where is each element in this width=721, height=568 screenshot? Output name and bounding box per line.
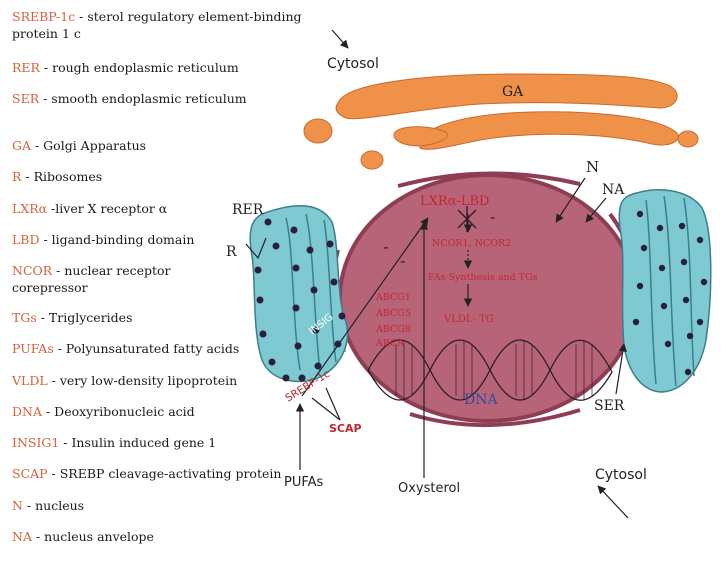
legend-desc: - Polyunsaturated fatty acids	[53, 341, 240, 356]
minus-sign: -	[400, 251, 405, 270]
legend-item-ser: SER - smooth endoplasmic reticulum	[12, 90, 312, 107]
legend-item-r: R - Ribosomes	[12, 168, 312, 185]
r-pointer	[245, 237, 267, 260]
abca-label: ABCA	[375, 338, 404, 349]
legend-item-insig1: INSIG1 - Insulin induced gene 1	[12, 434, 312, 451]
legend-desc: - ligand-binding domain	[39, 232, 195, 247]
legend-desc: - nuclear receptor corepressor	[12, 263, 171, 295]
block-mark	[457, 206, 477, 232]
arrow-n	[555, 177, 586, 223]
legend-abbr: LXRα	[12, 201, 48, 216]
scap-line-2	[325, 387, 341, 421]
abcg1-label: ABCG1	[375, 292, 411, 303]
n-label: N	[586, 158, 599, 176]
rough-er	[249, 205, 349, 383]
ser-label: SER	[594, 398, 625, 414]
legend-abbr: RER	[12, 60, 40, 75]
pufas-label: PUFAs	[284, 475, 324, 490]
legend-desc: - nucleus	[22, 498, 85, 513]
legend-item-lxr: LXRα -liver X receptor α	[12, 200, 312, 217]
legend-abbr: GA	[12, 138, 32, 153]
legend-abbr: NCOR	[12, 263, 53, 278]
legend-desc: - very low-density lipoprotein	[47, 373, 238, 388]
arrow-na	[585, 197, 607, 223]
legend-abbr: LBD	[12, 232, 40, 247]
scap-line-1	[311, 397, 341, 421]
legend-abbr: PUFAs	[12, 341, 54, 356]
legend-item-rer: RER - rough endoplasmic reticulum	[12, 59, 312, 76]
legend-item-ga: GA - Golgi Apparatus	[12, 137, 312, 154]
arrow-pufas-lxr	[301, 217, 429, 397]
legend-item-na: NA - nucleus anvelope	[12, 528, 312, 545]
oxysterol-label: Oxysterol	[398, 481, 460, 496]
vldl-label: VLDL- TG	[443, 314, 494, 325]
arrows	[245, 29, 629, 519]
minus-sign: -	[490, 207, 495, 226]
arrow-cytosol-top	[331, 29, 349, 49]
legend-abbr: NA	[12, 529, 32, 544]
legend-abbr: INSIG1	[12, 435, 60, 450]
legend-item-ncor: NCOR - nuclear receptor corepressor	[12, 262, 187, 296]
dna-label: DNA	[464, 392, 498, 408]
legend-item-pufas: PUFAs - Polyunsaturated fatty acids	[12, 340, 312, 357]
legend-desc: - Golgi Apparatus	[31, 138, 147, 153]
legend-desc: - smooth endoplasmic reticulum	[39, 91, 247, 106]
arrow-cytosol-bottom	[597, 485, 629, 519]
legend-abbr: SER	[12, 91, 40, 106]
legend-abbr: SCAP	[12, 466, 48, 481]
cytosol-bottom-label: Cytosol	[595, 467, 647, 483]
fas-label: FAs Synthesis and TGs	[428, 272, 538, 283]
legend-desc: -liver X receptor α	[47, 201, 168, 216]
scap-label: SCAP	[329, 422, 362, 435]
legend-desc: - rough endoplasmic reticulum	[39, 60, 239, 75]
legend-abbr: VLDL	[12, 373, 48, 388]
ga-label: GA	[502, 84, 524, 100]
legend-item-srebp: SREBP-1c - sterol regulatory element-bin…	[12, 8, 312, 42]
ncor-label: NCOR1, NCOR2	[432, 238, 511, 249]
legend-abbr: DNA	[12, 404, 42, 419]
legend-desc: - Deoxyribonucleic acid	[42, 404, 195, 419]
legend-desc: - Triglycerides	[36, 310, 133, 325]
ser-dots	[632, 210, 708, 376]
legend-abbr: SREBP-1c	[12, 9, 76, 24]
cytosol-top-label: Cytosol	[327, 56, 379, 72]
legend-item-dna: DNA - Deoxyribonucleic acid	[12, 403, 312, 420]
dna-helix	[367, 339, 613, 401]
smooth-er	[618, 189, 712, 393]
ribosome-dots	[254, 218, 346, 382]
legend-desc: - nucleus anvelope	[31, 529, 154, 544]
legend-item-vldl: VLDL - very low-density lipoprotein	[12, 372, 312, 389]
legend-abbr: R	[12, 169, 22, 184]
r-label: R	[226, 244, 237, 260]
legend-item-lbd: LBD - ligand-binding domain	[12, 231, 312, 248]
golgi-apparatus	[303, 73, 699, 170]
legend-desc: - SREBP cleavage-activating protein	[47, 466, 282, 481]
legend-desc: - Insulin induced gene 1	[59, 435, 217, 450]
legend-item-tgs: TGs - Triglycerides	[12, 309, 312, 326]
abcg5-label: ABCG5	[375, 308, 411, 319]
abcg8-label: ABCG8	[375, 324, 411, 335]
legend-abbr: N	[12, 498, 23, 513]
legend-item-scap: SCAP - SREBP cleavage-activating protein	[12, 465, 312, 482]
na-label: NA	[602, 182, 625, 198]
legend-desc: - Ribosomes	[21, 169, 103, 184]
arrow-ser	[615, 343, 627, 395]
lxr-lbd-label: LXRα-LBD	[420, 194, 489, 209]
legend-desc: - sterol regulatory element-binding prot…	[12, 9, 302, 41]
minus-sign: -	[383, 237, 388, 256]
rer-label: RER	[232, 202, 264, 218]
legend-abbr: TGs	[12, 310, 37, 325]
legend-item-n: N - nucleus	[12, 497, 312, 514]
